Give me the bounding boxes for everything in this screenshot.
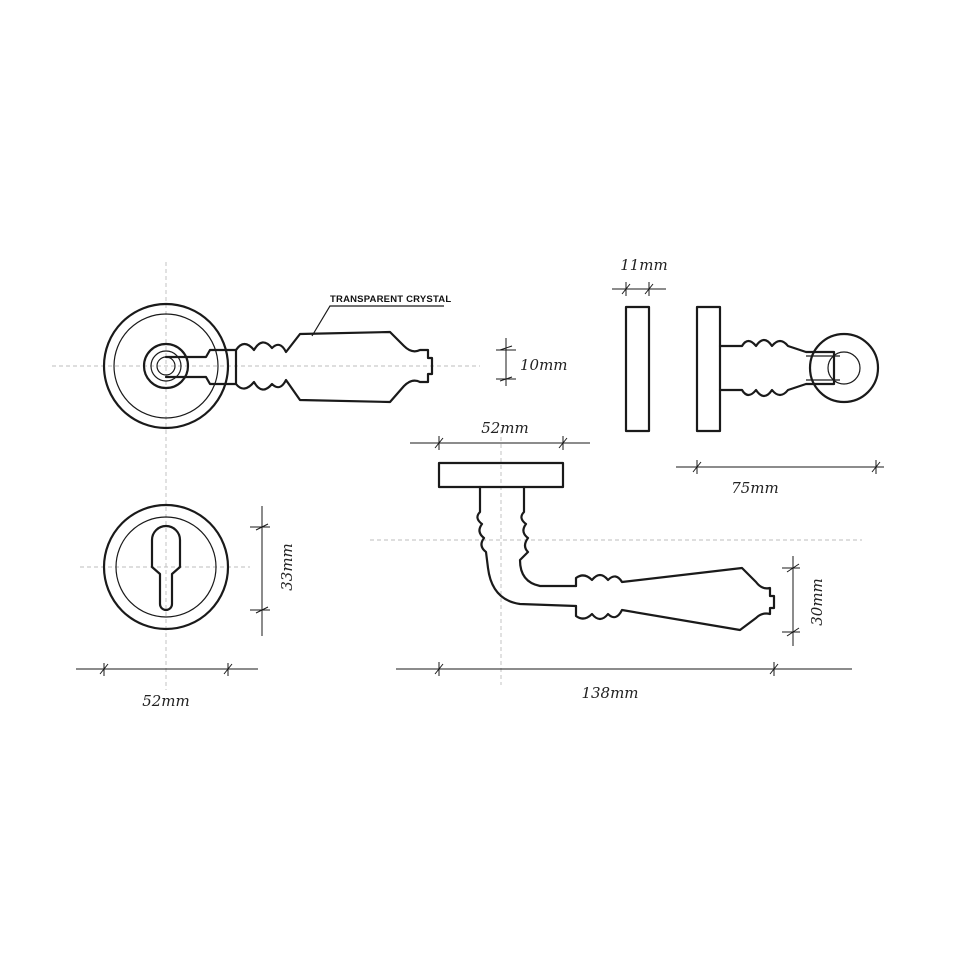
rose-side-view — [624, 305, 651, 433]
escutcheon-width-label: 52mm — [142, 692, 190, 710]
spindle-diameter-label: 10mm — [520, 356, 568, 374]
rose-width-label: 52mm — [481, 419, 529, 437]
handle-height-label: 30mm — [808, 578, 826, 626]
escutcheon-view — [102, 503, 230, 631]
keyhole-height-label: 33mm — [278, 543, 296, 591]
material-callout: TRANSPARENT CRYSTAL — [311, 294, 451, 337]
lever-side-view — [695, 305, 880, 433]
rose-thickness-label: 11mm — [620, 256, 668, 274]
keyhole-dimension: 33mm — [250, 506, 296, 636]
escutcheon-width-dimension: 52mm — [76, 663, 258, 710]
handle-length-dimension: 138mm — [396, 662, 852, 702]
projection-label: 75mm — [731, 479, 779, 497]
spindle-dimension: 10mm — [496, 338, 568, 386]
rose-thickness-dimension: 11mm — [612, 256, 668, 296]
transparent-crystal-label: TRANSPARENT CRYSTAL — [330, 294, 451, 305]
center-lines — [52, 262, 862, 690]
lever-top-view — [437, 461, 776, 632]
lever-front-view — [102, 302, 434, 430]
handle-length-label: 138mm — [581, 684, 638, 702]
rose-width-dimension: 52mm — [410, 419, 590, 450]
projection-dimension: 75mm — [676, 460, 884, 497]
handle-height-dimension: 30mm — [782, 556, 826, 646]
